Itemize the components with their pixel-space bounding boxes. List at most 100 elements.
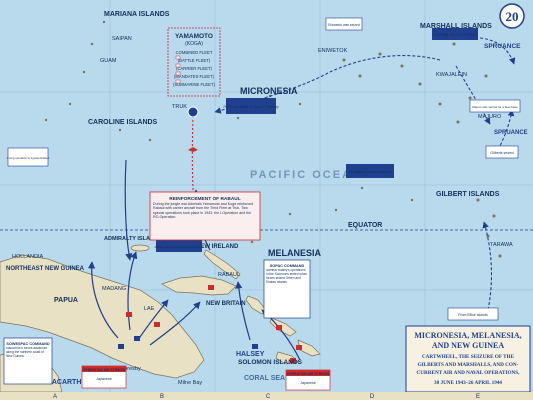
arrow-to-hollandia [87,261,119,339]
reinforcement-body: During the jungle war Admirals Yamamoto … [153,202,254,220]
label-northeast-new-guinea: NORTHEAST NEW GUINEA [6,266,85,272]
title-line-6: 30 JUNE 1943–26 APRIL 1944 [434,380,502,386]
info-boxes: First carrier strike on Truk, 17 Februar… [7,17,521,321]
japanese-command-stack: YAMAMOTO (KOGA) COMBINED FLEET (BATTLE F… [167,27,221,97]
atolls [44,20,502,258]
fleet-submarine: (SUBMARINE FLEET) [173,82,215,87]
grid-letter-e: E [476,394,480,400]
title-box: MICRONESIA, MELANESIA, AND NEW GUINEA CA… [405,325,531,393]
map-number: 20 [506,9,519,24]
region-labels: MARIANA ISLANDS MARSHALL ISLANDS MICRONE… [6,11,500,382]
label-equator: EQUATOR [348,222,382,229]
label-truk: TRUK [172,104,187,110]
label-madang: MADANG [102,286,126,292]
grid-letter-d: D [370,394,375,400]
title-line-4: GILBERTS AND MARSHALLS, AND CON- [418,362,519,368]
box-eniwetok-note: Eniwetok was seized [328,23,360,27]
label-rabaul: RABAUL [218,272,240,278]
label-tarawa: TARAWA [490,242,513,248]
sowespac-body: MacArthur's forces advanced along the no… [6,347,48,358]
route-marshalls-south [455,65,491,125]
arrow-to-new-britain [149,301,201,346]
title-line-1: MICRONESIA, MELANESIA, [414,331,521,340]
arrow-truk-south [124,159,133,261]
grid-letter-a: A [53,394,57,400]
op-air-boxes: OPERATION AIR STRIKES Japanese OPERATION… [81,365,331,391]
label-melanesia: MELANESIA [268,248,322,258]
label-mariana-islands: MARIANA ISLANDS [104,11,170,18]
admiralty-land [130,244,150,252]
label-coral-sea: CORAL SEA [244,375,285,382]
label-admiralty-islands: ADMIRALTY ISLANDS [104,236,162,242]
label-kwajalein: KWAJALEIN [436,72,467,78]
sowespac-box: SOWESPAC COMMAND MacArthur's forces adva… [3,337,53,385]
arrow-to-lae [137,299,169,341]
new-ireland-land [203,249,241,280]
japanese-aircraft-icon [188,147,198,152]
label-hollandia: HOLLANDIA [12,254,44,260]
sopac-body: Admiral Halsey's operations in the Solom… [266,269,308,284]
route-gilberts-marshalls [482,221,493,311]
arrow-halsey-north [235,281,251,341]
label-guam: GUAM [100,58,117,64]
sopac-box: SOPAC COMMAND Admiral Halsey's operation… [263,259,311,319]
fleet-combined: COMBINED FLEET [176,50,213,55]
box-majuro-note: Majuro was seized for a fleet base [472,105,518,109]
japanese-right: Japanese [300,381,316,385]
label-solomon-islands: SOLOMON ISLANDS [238,359,303,366]
label-halsey: HALSEY [236,351,265,358]
box-gilberts-note: Gilberts seized [490,151,513,155]
grid-letters: A B C D E [0,392,533,400]
japanese-left: Japanese [96,377,112,381]
box-bypass-note: Rabaul was bypassed and neutralized [155,245,204,249]
title-line-2: AND NEW GUINEA [432,341,505,350]
fleet-carrier: (CARRIER FLEET) [176,66,212,71]
allied-commander-labels: SPRUANCE SPRUANCE MACARTHUR HALSEY [46,43,528,386]
fleet-mandates: (MANDATES FLEET) [174,74,215,79]
label-micronesia: MICRONESIA [240,86,298,96]
box-truk-raid: First carrier strike on Truk, 17 Februar… [223,105,278,109]
label-yamamoto: YAMAMOTO [175,33,213,40]
title-line-5: CURRENT AIR AND NAVAL OPERATIONS, [417,370,521,376]
fleet-battle: (BATTLE FLEET) [178,58,211,63]
op-air-2: OPERATION AIR STRIKES [287,372,330,376]
box-pacific-fleet: CENTRAL PACIFIC FORCE [433,33,478,37]
label-papua: PAPUA [54,297,78,304]
label-milne-bay: Milne Bay [178,380,202,386]
title-line-3: CARTWHEEL, THE SEIZURE OF THE [422,354,515,360]
solomons-land-1 [269,317,297,337]
sowespac-title: SOWESPAC COMMAND [6,342,49,346]
new-britain-land [161,275,237,296]
op-air-1: OPERATION AIR STRIKES [83,368,126,372]
box-ellice-note: From Ellice Islands [458,313,488,317]
label-spruance-right: SPRUANCE [494,130,528,136]
label-lae: LAE [144,306,155,312]
label-majuro: MAJURO [478,114,502,120]
box-us-carriers: Air attacks by US carriers [349,170,392,174]
label-spruance-top: SPRUANCE [484,43,521,50]
japanese-positions [126,285,302,363]
truk-base-marker [187,106,199,118]
label-eniwetok: ENIWETOK [318,48,348,54]
reinforcement-title: REINFORCEMENT OF RABAUL [169,196,240,202]
label-gilbert-islands: GILBERT ISLANDS [436,191,500,198]
allied-positions [118,336,258,349]
label-pacific-ocean: PACIFIC OCEAN [250,169,362,181]
label-caroline-islands: CAROLINE ISLANDS [88,119,158,126]
map-number-badge [499,3,525,29]
label-marshall-islands: MARSHALL ISLANDS [420,23,492,30]
box-long-op-note: A long operation to bypass Rabaul [7,156,50,160]
sopac-title: SOPAC COMMAND [270,264,305,268]
label-new-ireland: NEW IRELAND [196,244,239,250]
label-new-britain: NEW BRITAIN [206,301,246,307]
label-macarthur: MACARTHUR [46,379,92,386]
grid-letter-c: C [266,394,271,400]
new-guinea-land [0,254,205,379]
label-saipan: SAIPAN [112,36,132,42]
reinforcement-box: REINFORCEMENT OF RABAUL During the jungl… [149,191,261,241]
arrow-to-admiralty [127,251,138,331]
grid-letter-b: B [160,394,164,400]
route-spruance-east [479,37,516,65]
label-koga: (KOGA) [185,41,203,47]
